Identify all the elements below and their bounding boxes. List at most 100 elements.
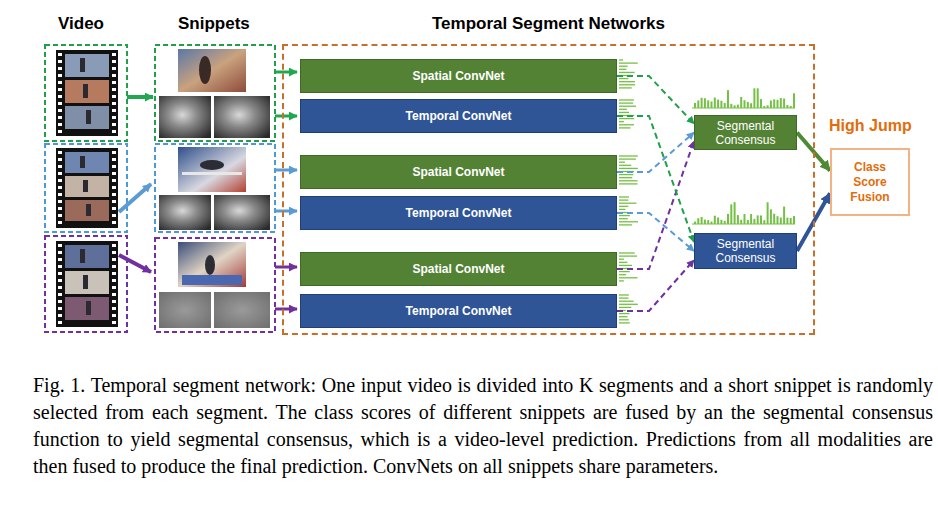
optical-flow-image xyxy=(159,96,211,138)
sprocket-hole xyxy=(58,251,62,254)
consensus-score-bar xyxy=(720,101,722,108)
consensus-score-bar xyxy=(727,214,729,224)
consensus-score-bar xyxy=(727,90,729,108)
consensus-score-bar xyxy=(704,220,706,224)
figure-caption: Fig. 1. Temporal segment network: One in… xyxy=(33,372,933,480)
temporal-convnet-box: Temporal ConvNet xyxy=(300,99,617,133)
sprocket-hole xyxy=(58,221,62,224)
sprocket-hole xyxy=(112,186,116,189)
sprocket-hole xyxy=(58,53,62,56)
class-score-bar xyxy=(619,274,626,275)
flow-arrow xyxy=(275,71,297,74)
class-score-bar xyxy=(619,106,636,107)
class-score-bar xyxy=(619,215,630,216)
class-score-bar xyxy=(619,69,626,70)
video-segment-boxes xyxy=(45,45,127,332)
sprocket-hole xyxy=(112,116,116,119)
consensus-score-bar xyxy=(777,100,779,108)
sprocket-hole xyxy=(112,81,116,84)
snippet-box xyxy=(155,144,275,232)
sprocket-hole xyxy=(58,151,62,154)
class-score-bar xyxy=(619,294,629,295)
sprocket-hole xyxy=(58,102,62,105)
athlete-figure xyxy=(83,84,88,98)
sprocket-hole xyxy=(112,151,116,154)
sprocket-hole xyxy=(112,300,116,303)
class-score-bar xyxy=(619,259,624,260)
network-frame: Temporal Segment NetworksSpatial ConvNet… xyxy=(282,44,815,335)
consensus-score-bar xyxy=(697,100,699,108)
frame-heading: Temporal Segment Networks xyxy=(284,14,813,34)
sprocket-hole xyxy=(58,67,62,70)
class-score-bar xyxy=(619,297,629,298)
film-strip xyxy=(56,148,118,228)
sprocket-hole xyxy=(58,109,62,112)
input-arrows xyxy=(119,97,153,272)
consensus-score-bar xyxy=(783,207,785,224)
sprocket-hole xyxy=(112,179,116,182)
consensus-score-bar xyxy=(763,106,765,108)
consensus-score-bar xyxy=(760,99,762,108)
consensus-input-arrow xyxy=(617,260,694,311)
class-score-bar xyxy=(619,180,638,181)
sprocket-hole xyxy=(58,314,62,317)
consensus-score-bar xyxy=(747,220,749,224)
class-score-bar xyxy=(619,87,632,88)
sprocket-hole xyxy=(58,88,62,91)
athlete-figure xyxy=(86,204,91,216)
sprocket-hole xyxy=(112,67,116,70)
node-label: Temporal ConvNet xyxy=(406,304,512,318)
class-score-bar xyxy=(619,199,628,200)
rgb-frame xyxy=(178,49,246,92)
consensus-score-bar xyxy=(697,218,699,224)
class-score-bar xyxy=(619,174,633,175)
film-frame xyxy=(65,152,109,173)
sprocket-hole xyxy=(58,179,62,182)
consensus-box: Segmental Consensus xyxy=(694,233,797,269)
consensus-score-bar xyxy=(707,100,709,108)
sprocket-hole xyxy=(58,286,62,289)
consensus-score-bar xyxy=(786,105,788,108)
class-score-bar xyxy=(619,209,625,210)
consensus-score-bar xyxy=(753,219,755,224)
sprocket-hole xyxy=(112,172,116,175)
optical-flow-image xyxy=(159,292,211,328)
node-label: Segmental Consensus xyxy=(701,119,790,147)
consensus-score-bar xyxy=(711,101,713,108)
sprocket-hole xyxy=(58,158,62,161)
temporal-convnet-box: Temporal ConvNet xyxy=(300,294,617,328)
spatial-convnet-box: Spatial ConvNet xyxy=(300,155,617,189)
sprocket-hole xyxy=(58,116,62,119)
film-frame xyxy=(65,297,109,320)
flow-arrow xyxy=(275,169,297,172)
sprocket-hole xyxy=(112,130,116,133)
athlete-figure xyxy=(80,58,85,72)
sprocket-hole xyxy=(58,123,62,126)
film-frame xyxy=(65,54,109,77)
class-score-bar xyxy=(619,177,632,178)
consensus-score-bar xyxy=(777,216,779,224)
sprocket-hole xyxy=(58,186,62,189)
sprocket-hole xyxy=(58,74,62,77)
consensus-score-bar xyxy=(767,202,769,224)
class-score-bar xyxy=(619,252,635,253)
class-score-bar xyxy=(619,121,624,122)
class-score-bar xyxy=(619,158,636,159)
snippet-arrows xyxy=(275,72,297,309)
class-score-bar xyxy=(619,102,633,103)
consensus-score-bar xyxy=(734,202,736,224)
optical-flow-image xyxy=(214,96,270,138)
sprocket-hole xyxy=(112,244,116,247)
consensus-input-arrow xyxy=(617,141,694,269)
sprocket-hole xyxy=(112,200,116,203)
temporal-convnet-box: Temporal ConvNet xyxy=(300,196,617,230)
sprocket-hole xyxy=(58,279,62,282)
sprocket-hole xyxy=(112,251,116,254)
optical-flow-image xyxy=(214,195,270,230)
sprocket-hole xyxy=(58,130,62,133)
sprocket-hole xyxy=(58,272,62,275)
consensus-score-bar xyxy=(790,106,792,108)
athlete-figure xyxy=(86,110,91,124)
consensus-score-bar xyxy=(770,100,772,108)
class-score-bar xyxy=(619,301,634,302)
